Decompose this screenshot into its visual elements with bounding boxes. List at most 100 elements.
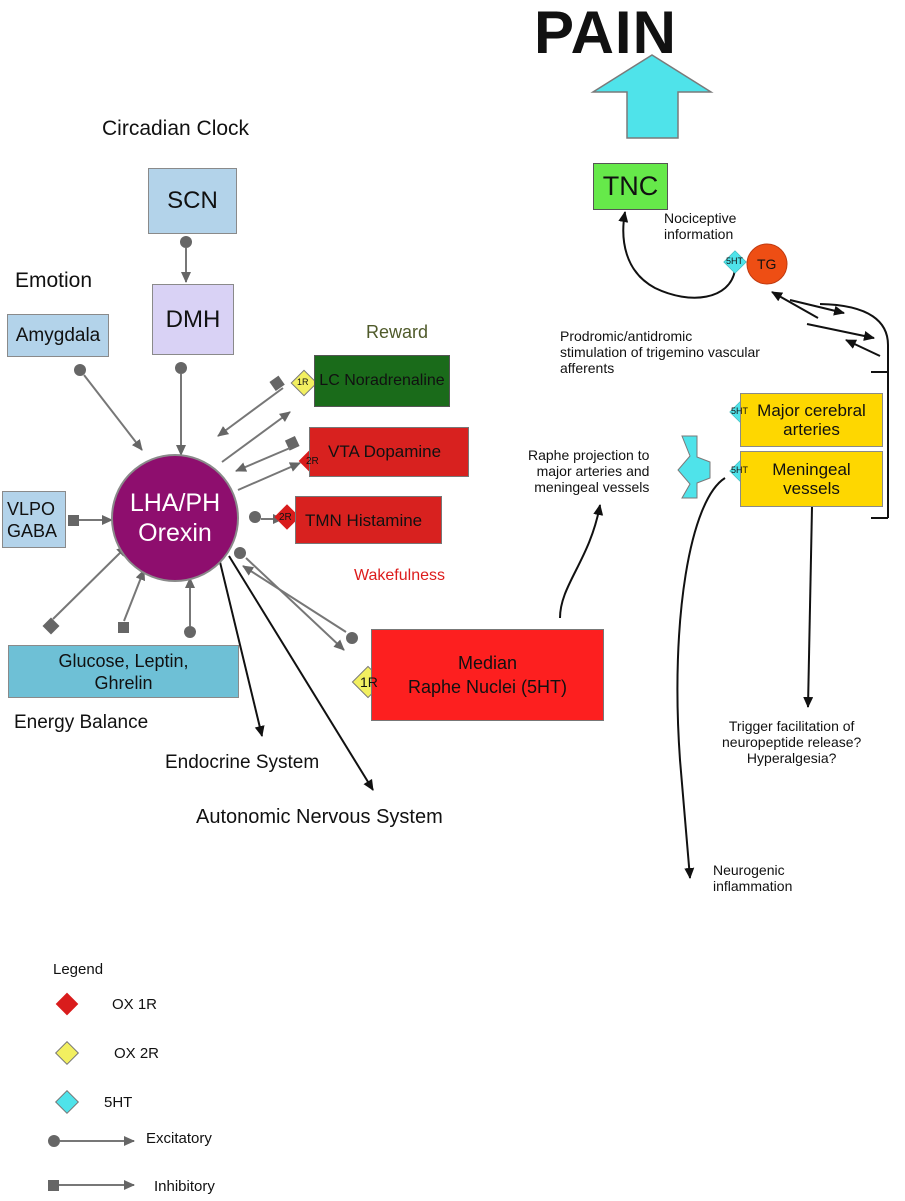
tmn-ox2r-diamond: [274, 504, 300, 530]
legend-ox1r-diamond: [55, 992, 79, 1016]
major-label-line1: Major cerebral: [757, 401, 866, 420]
vlpo-to-orexin-connector: [68, 515, 113, 526]
trigger-line1: Trigger facilitation of: [728, 718, 855, 734]
orexin-vta-connector: [235, 436, 301, 491]
orexin-label-line1: LHA/PH: [129, 489, 221, 517]
tg-label: TG: [757, 256, 777, 272]
tg-receptor-tag: 5HT: [726, 256, 744, 266]
trigger-line2: neuropeptide release?: [722, 734, 862, 750]
nociceptive-line1: Nociceptive: [664, 210, 737, 226]
legend-inhibitory-label: Inhibitory: [154, 1178, 215, 1195]
vta-receptor-tag: 2R: [306, 456, 319, 467]
lc-label: LC Noradrenaline: [319, 372, 445, 389]
tg-node: [746, 243, 788, 285]
dmh-to-orexin-connector: [175, 362, 187, 456]
meningeal-label-line1: Meningeal: [772, 460, 851, 479]
neurogenic-line1: Neurogenic: [713, 862, 785, 878]
glucose-label-line2: Ghrelin: [94, 672, 153, 693]
tmn-box: TMN Histamine: [295, 496, 442, 544]
dmh-box: DMH: [152, 284, 234, 355]
gaba-label: GABA: [7, 520, 58, 541]
circadian-clock-label: Circadian Clock: [102, 117, 250, 140]
meningeal-vessels-box: Meningeal vessels: [740, 451, 883, 507]
tnc-label: TNC: [602, 171, 659, 201]
tg-5ht-diamond: [723, 250, 747, 274]
raphe-proj-line2: major arteries and: [536, 463, 650, 479]
trigger-line3: Hyperalgesia?: [746, 750, 837, 766]
vta-box: VTA Dopamine: [309, 427, 469, 477]
tmn-label: TMN Histamine: [305, 511, 423, 530]
legend-ox2r-label: OX 2R: [114, 1045, 160, 1062]
lc-receptor-tag: 1R: [297, 377, 309, 387]
raphe-proj-line3: meningeal vessels: [534, 479, 650, 495]
tnc-box: TNC: [593, 163, 668, 210]
lc-ox1r-diamond: [290, 369, 318, 397]
meningeal-to-trigger-arrow: [803, 506, 814, 708]
emotion-label: Emotion: [15, 269, 93, 292]
raphe-proj-line1: Raphe projection to: [528, 447, 650, 463]
prodromic-line3: afferents: [560, 360, 615, 376]
scn-to-dmh-connector: [180, 236, 192, 283]
legend-inhibitory-symbol: [48, 1180, 135, 1191]
orexin-label-line2: Orexin: [138, 519, 212, 547]
raphe-receptor-tag: 1R: [360, 674, 378, 690]
tmn-receptor-tag: 2R: [279, 512, 292, 523]
prodromic-line1: Prodromic/antidromic: [560, 328, 693, 344]
legend-excitatory-label: Excitatory: [146, 1130, 212, 1147]
prodromic-label: Prodromic/antidromic stimulation of trig…: [560, 328, 760, 376]
orexin-text: LHA/PH Orexin: [112, 470, 238, 566]
nociceptive-line2: information: [664, 226, 734, 242]
legend-5ht-diamond: [54, 1089, 80, 1115]
tg-vessel-connectors: [771, 291, 889, 519]
glucose-label-line1: Glucose, Leptin,: [58, 650, 189, 671]
raphe-label-line1: Median: [457, 653, 518, 673]
raphe-projection-arrow: [559, 504, 604, 619]
lc-box: LC Noradrenaline: [314, 355, 450, 407]
scn-box: SCN: [148, 168, 237, 234]
pain-up-arrow: [590, 54, 714, 139]
major-label-line2: arteries: [783, 420, 840, 439]
endocrine-label: Endocrine System: [165, 752, 320, 773]
legend-5ht-label: 5HT: [104, 1094, 133, 1111]
meningeal-receptor-tag: 5HT: [731, 465, 749, 475]
scn-label: SCN: [167, 187, 218, 214]
major-receptor-tag: 5HT: [731, 406, 749, 416]
energy-balance-connectors: [42, 545, 196, 638]
tg-to-tnc-arrow: [618, 211, 736, 299]
legend-ox2r-diamond: [54, 1040, 80, 1066]
amygdala-label: Amygdala: [15, 324, 101, 346]
pain-title: PAIN: [534, 0, 677, 66]
vlpo-label: VLPO: [7, 498, 56, 519]
legend-excitatory-symbol: [48, 1135, 135, 1147]
prodromic-line2: stimulation of trigemino vascular: [560, 344, 760, 360]
legend-ox1r-label: OX 1R: [112, 996, 158, 1013]
dmh-label: DMH: [165, 305, 221, 333]
reward-label: Reward: [366, 322, 429, 342]
orexin-to-endocrine-arrow: [219, 561, 265, 737]
amygdala-to-orexin-connector: [74, 364, 143, 451]
trigger-label: Trigger facilitation of neuropeptide rel…: [722, 718, 861, 766]
orexin-raphe-connector: [234, 547, 358, 651]
legend-title: Legend: [53, 961, 104, 978]
glucose-box: Glucose, Leptin, Ghrelin: [8, 645, 239, 698]
raphe-projection-shape: [677, 435, 711, 499]
major-arteries-box: Major cerebral arteries: [740, 393, 883, 447]
orexin-to-autonomic-arrow: [228, 555, 374, 791]
neurogenic-line2: inflammation: [713, 878, 793, 894]
meningeal-to-neurogenic-arrow: [676, 477, 726, 879]
vta-label: VTA Dopamine: [328, 442, 442, 461]
orexin-node: [111, 454, 239, 582]
energy-balance-label: Energy Balance: [14, 712, 149, 733]
vlpo-box: VLPO GABA: [2, 491, 66, 548]
raphe-projection-label: Raphe projection to major arteries and m…: [528, 447, 649, 495]
amygdala-box: Amygdala: [7, 314, 109, 357]
meningeal-label-line2: vessels: [783, 479, 840, 498]
wakefulness-label: Wakefulness: [354, 567, 445, 584]
orexin-lc-connector: [217, 375, 291, 463]
neurogenic-label: Neurogenic inflammation: [713, 862, 792, 894]
raphe-label-line2: Raphe Nuclei (5HT): [407, 677, 568, 697]
raphe-box: Median Raphe Nuclei (5HT): [371, 629, 604, 721]
autonomic-label: Autonomic Nervous System: [196, 806, 443, 828]
nociceptive-label: Nociceptive information: [664, 210, 736, 242]
